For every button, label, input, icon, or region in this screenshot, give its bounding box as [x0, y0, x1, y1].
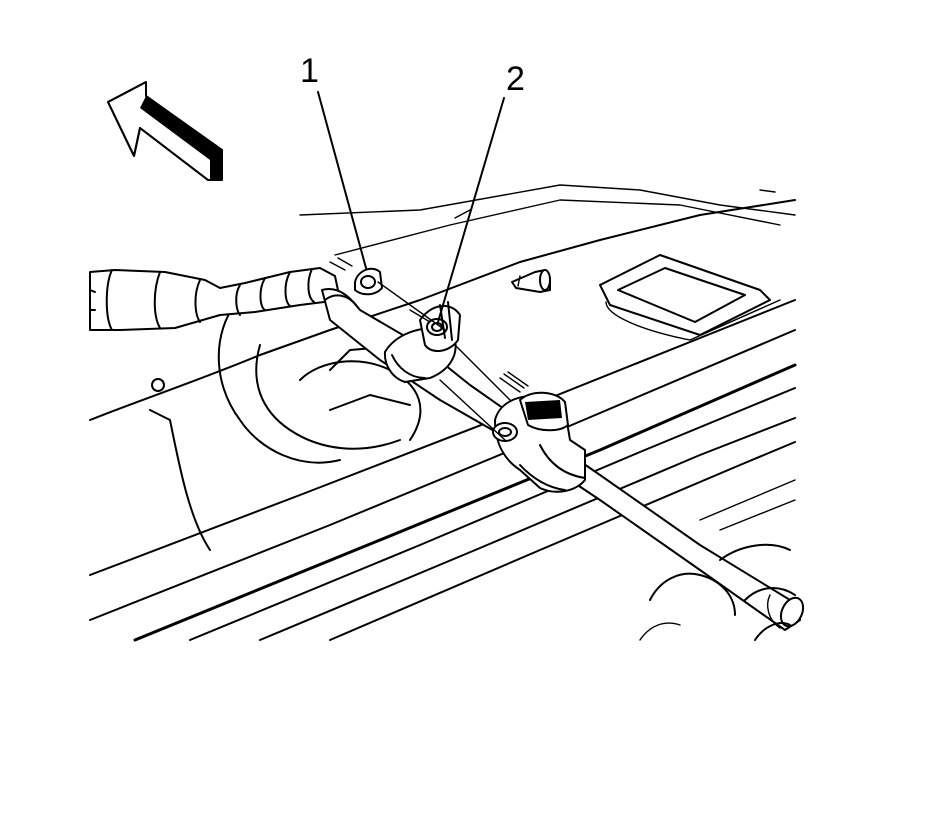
front-direction-arrow [107, 81, 223, 181]
underbody-panel [89, 184, 797, 642]
callout-leaders [317, 91, 505, 323]
pipe-clamp-lower [492, 391, 586, 493]
pipe-clamp-2 [383, 301, 461, 383]
alignment-lines [377, 281, 511, 441]
frame-contours [149, 304, 422, 551]
callout-2-label: 2 [506, 60, 525, 98]
access-cover [599, 254, 781, 341]
pipe-clip-1 [329, 257, 383, 296]
pipe-left-section [89, 267, 341, 331]
clamp-stud-threads [499, 371, 529, 393]
mounting-stud [511, 269, 551, 293]
callout-1-label: 1 [300, 52, 319, 90]
crossmember-detail [639, 479, 796, 641]
